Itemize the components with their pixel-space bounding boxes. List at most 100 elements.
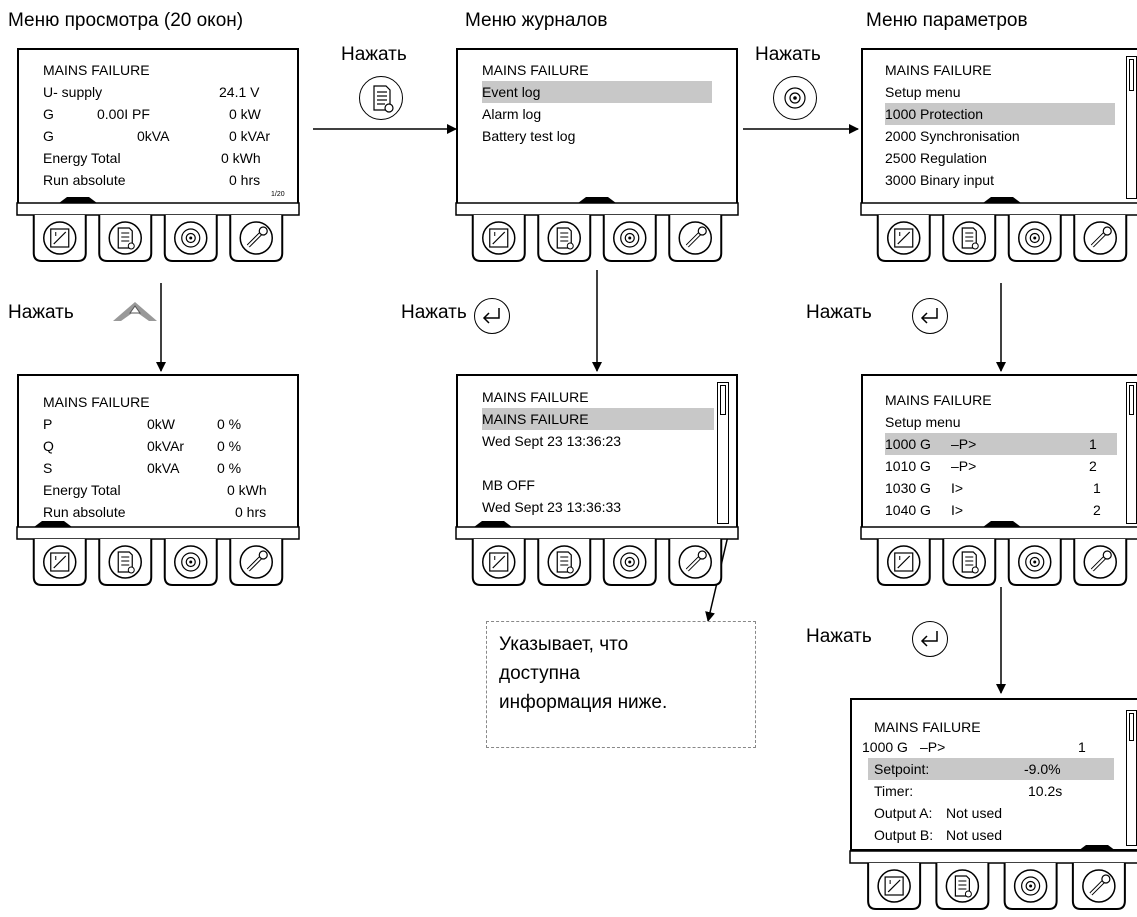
- heading-log-menu: Меню журналов: [465, 10, 608, 31]
- view-icon: [884, 876, 904, 896]
- setup-key[interactable]: [163, 215, 218, 262]
- display-row[interactable]: Output B:Not used: [874, 827, 1003, 843]
- view-key[interactable]: [876, 539, 931, 586]
- setup-key[interactable]: [1003, 863, 1058, 910]
- enter-icon: [474, 298, 510, 334]
- display-row-selected[interactable]: Setpoint:-9.0%: [868, 758, 1114, 780]
- scrollbar-thumb[interactable]: [1129, 713, 1134, 741]
- display-event-log: MAINS FAILURE MAINS FAILURE Wed Sept 23 …: [456, 374, 738, 529]
- display-row-selected[interactable]: Event log: [482, 81, 712, 103]
- scrollbar[interactable]: [1126, 710, 1137, 846]
- display-row: [482, 452, 714, 474]
- display-row: MAINS FAILURE: [482, 62, 589, 78]
- log-key[interactable]: [935, 863, 990, 910]
- tools-icon: [1090, 550, 1112, 572]
- log-key[interactable]: [537, 215, 592, 262]
- display-row-selected[interactable]: MAINS FAILURE: [482, 408, 714, 430]
- keypad: [860, 197, 1137, 262]
- press-label-up: Нажать: [8, 302, 74, 323]
- log-icon: [556, 227, 574, 250]
- tools-key[interactable]: [668, 539, 723, 586]
- tools-icon: [1089, 874, 1111, 896]
- log-icon: [117, 227, 135, 250]
- display-row[interactable]: 1010 G–P>2: [885, 458, 1097, 474]
- keypad-frame: [860, 202, 1137, 216]
- press-label-enter-1: Нажать: [401, 302, 467, 323]
- view-key[interactable]: [876, 215, 931, 262]
- log-key[interactable]: [98, 539, 153, 586]
- view-key[interactable]: [867, 863, 922, 910]
- press-label-enter-3: Нажать: [806, 626, 872, 647]
- tools-key[interactable]: [229, 539, 284, 586]
- setup-key[interactable]: [602, 539, 657, 586]
- view-icon: [894, 552, 914, 572]
- setup-key[interactable]: [1007, 215, 1062, 262]
- tools-key[interactable]: [1071, 863, 1126, 910]
- display-row[interactable]: Output A:Not used: [874, 805, 1003, 821]
- enter-icon: [912, 621, 948, 657]
- keypad: [455, 197, 739, 262]
- tools-key[interactable]: [229, 215, 284, 262]
- display-row[interactable]: 2500 Regulation: [885, 150, 987, 166]
- display-row-selected[interactable]: 1000 G–P>1: [885, 433, 1117, 455]
- setup-icon: [1025, 228, 1045, 248]
- display-row: MAINS FAILURE: [43, 62, 150, 78]
- scrollbar[interactable]: [717, 382, 729, 524]
- tools-key[interactable]: [1073, 539, 1128, 586]
- scroll-down-marker: [983, 197, 1021, 203]
- display-row[interactable]: Alarm log: [482, 106, 542, 122]
- press-label-enter-2: Нажать: [806, 302, 872, 323]
- scrollbar-thumb[interactable]: [1129, 385, 1134, 415]
- view-icon: [894, 228, 914, 248]
- tools-icon: [685, 550, 707, 572]
- scrollbar-thumb[interactable]: [720, 385, 726, 415]
- scrollbar-thumb[interactable]: [1129, 59, 1134, 91]
- log-key[interactable]: [942, 215, 997, 262]
- scrollbar[interactable]: [1126, 382, 1137, 524]
- display-log-menu: MAINS FAILURE Event log Alarm log Batter…: [456, 48, 738, 205]
- keypad-frame: [455, 202, 739, 216]
- view-key[interactable]: [32, 215, 87, 262]
- tools-icon: [685, 226, 707, 248]
- tools-icon: [1090, 226, 1112, 248]
- view-key[interactable]: [471, 539, 526, 586]
- display-row[interactable]: Timer:10.2s: [874, 783, 1063, 799]
- log-key[interactable]: [942, 539, 997, 586]
- setup-key[interactable]: [602, 215, 657, 262]
- view-icon: [50, 228, 70, 248]
- display-row: MB OFF: [482, 477, 535, 493]
- view-key[interactable]: [471, 215, 526, 262]
- page-indicator: 1/20: [271, 191, 285, 198]
- display-row: MAINS FAILURE: [874, 719, 981, 735]
- display-row-selected[interactable]: 1000 Protection: [885, 103, 1115, 125]
- log-key[interactable]: [98, 215, 153, 262]
- display-setpoint-detail: MAINS FAILURE 1000 G–P>1 Setpoint:-9.0% …: [850, 698, 1137, 851]
- callout-line: информация ниже.: [499, 692, 668, 713]
- keypad: [849, 845, 1137, 910]
- display-row[interactable]: 2000 Synchronisation: [885, 128, 1020, 144]
- display-row[interactable]: Battery test log: [482, 128, 576, 144]
- tools-key[interactable]: [668, 215, 723, 262]
- tools-icon: [246, 226, 268, 248]
- scrollbar[interactable]: [1126, 56, 1137, 199]
- setup-button-icon: [773, 76, 817, 120]
- display-row: MAINS FAILURE: [482, 389, 589, 405]
- view-key[interactable]: [32, 539, 87, 586]
- keypad: [860, 521, 1137, 586]
- keypad-frame: [849, 850, 1137, 864]
- log-icon: [117, 551, 135, 574]
- display-row[interactable]: 3000 Binary input: [885, 172, 994, 188]
- tools-key[interactable]: [1073, 215, 1128, 262]
- setup-key[interactable]: [1007, 539, 1062, 586]
- setup-key[interactable]: [163, 539, 218, 586]
- log-key[interactable]: [537, 539, 592, 586]
